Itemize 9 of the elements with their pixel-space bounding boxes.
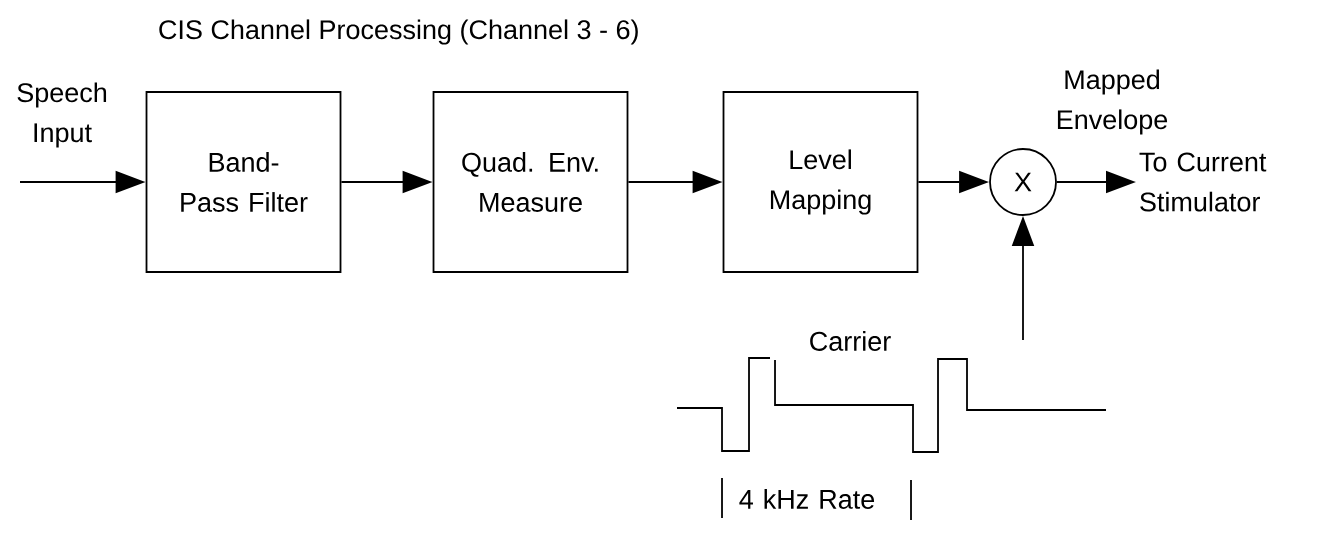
output-label: To Current Stimulator — [1139, 152, 1267, 212]
signal-label: Mapped Envelope — [1057, 69, 1168, 135]
process-box: Quad. Env. Measure — [432, 91, 629, 273]
process-box: Level Mapping — [722, 91, 919, 273]
edge-label: Speech Input — [17, 82, 107, 148]
title: CIS Channel Processing (Channel 3 - 6) — [159, 19, 638, 45]
rate-label: 4 kHz Rate — [739, 489, 875, 509]
process-box: Band-Pass Filter — [145, 91, 342, 273]
signal-label: Carrier — [810, 331, 891, 351]
